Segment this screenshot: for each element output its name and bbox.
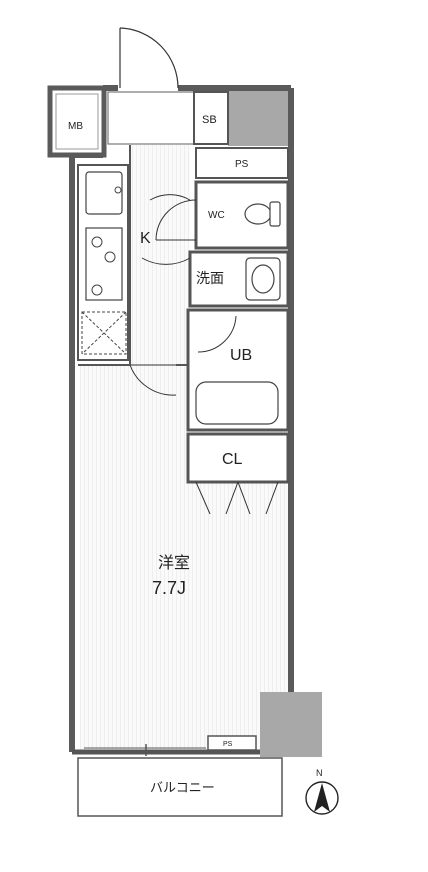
wc-room	[194, 180, 290, 250]
bathtub	[195, 381, 279, 425]
entrance-door	[119, 27, 179, 89]
sb-box	[193, 91, 229, 145]
shaft-bottom-right	[260, 692, 322, 757]
entry-hall	[107, 91, 195, 145]
kitchen-label: K	[140, 230, 151, 247]
partitions	[78, 145, 188, 366]
compass-icon	[305, 781, 339, 815]
western-room-label: 洋室	[158, 554, 190, 572]
shaft-top-right	[228, 88, 288, 146]
mb-box	[47, 85, 107, 158]
closet-room	[186, 432, 290, 484]
wc-door-swing	[155, 199, 197, 241]
unit-bath-label: UB	[230, 347, 252, 364]
balcony-label: バルコニー	[150, 780, 215, 795]
mb-label: MB	[68, 121, 83, 132]
stove	[85, 227, 123, 301]
closet-doors	[195, 481, 279, 515]
ps-bottom-label: PS	[223, 741, 233, 748]
kitchen-door-swings	[129, 194, 191, 396]
sb-label: SB	[202, 114, 217, 126]
toilet-icon	[244, 201, 281, 227]
window-wall	[72, 735, 260, 756]
ps-top-box	[195, 147, 289, 179]
washbasin	[245, 257, 281, 301]
compass-north-label: N	[316, 768, 323, 778]
ps-top-label: PS	[235, 159, 249, 170]
balcony-area	[77, 757, 283, 817]
western-room-size: 7.7J	[152, 578, 186, 598]
washroom-label: 洗面	[196, 270, 224, 286]
wc-label: WC	[208, 210, 225, 221]
sink	[85, 171, 123, 215]
fridge-space	[81, 311, 127, 355]
closet-label: CL	[222, 451, 243, 468]
kitchen-floor	[130, 145, 190, 365]
